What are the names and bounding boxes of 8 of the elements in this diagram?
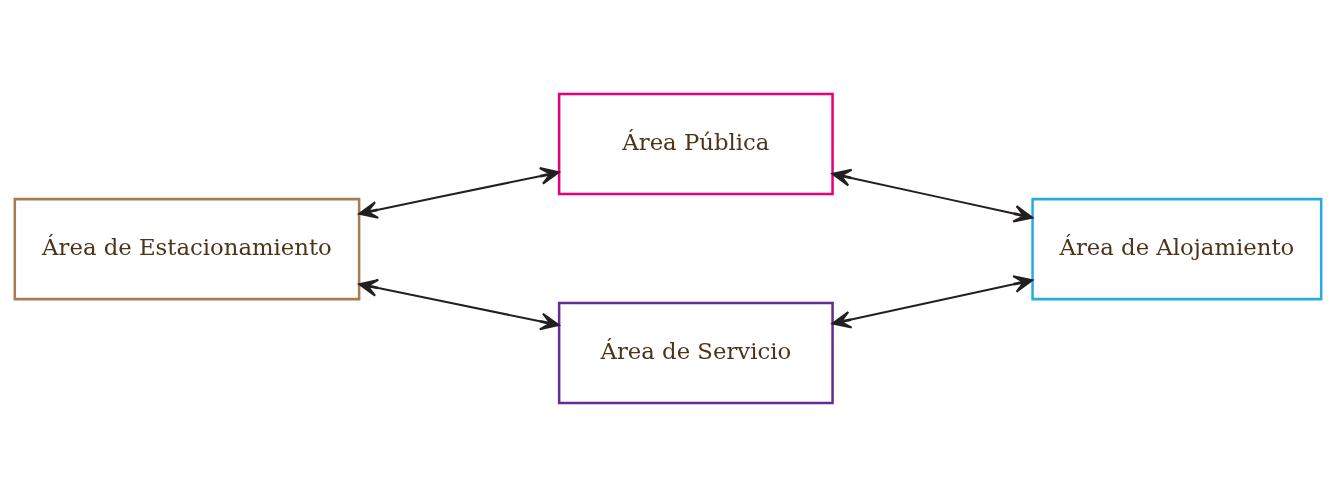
arrow (358, 278, 560, 330)
arrow (831, 168, 1034, 223)
node-box: Área de Estacionamiento (13, 197, 361, 300)
node-box: Área de Alojamiento (1031, 197, 1323, 300)
node-box: Área Pública (557, 92, 834, 195)
arrow (831, 274, 1034, 329)
arrow (358, 166, 560, 219)
node-box: Área de Servicio (557, 301, 834, 404)
